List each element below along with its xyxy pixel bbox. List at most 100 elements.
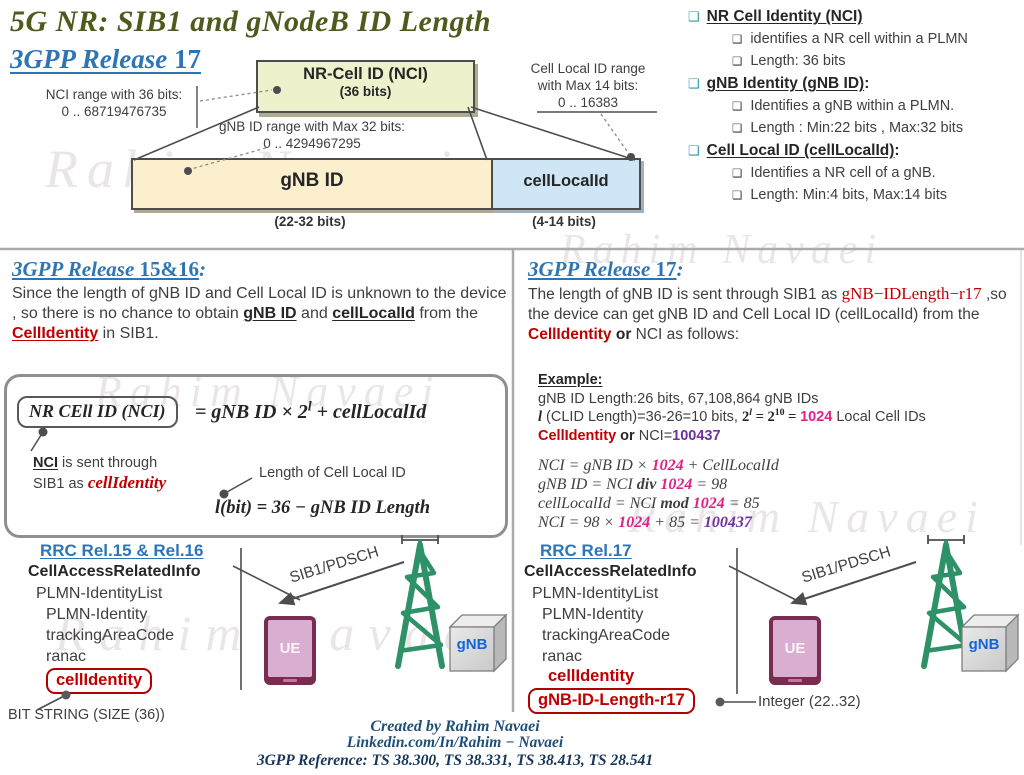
- math-term: 2: [741, 409, 750, 425]
- gnb-id-label: gNB ID: [280, 170, 344, 191]
- nci-equation: = gNB ID × 2l + cellLocalId: [195, 399, 427, 424]
- math-line: gNB ID = NCI div 1024 = 98: [538, 475, 1020, 494]
- equation-text: + cellLocalId: [311, 401, 427, 423]
- definition-sub-text: Length: 36 bits: [750, 53, 846, 69]
- math-operator: div: [636, 476, 657, 493]
- text: is sent through: [57, 455, 158, 471]
- nci-box: NR-Cell ID (NCI) (36 bits): [256, 60, 475, 113]
- heading-number: 15&16: [139, 257, 200, 281]
- release-17-section: 3GPP Release 17: The length of gNB ID is…: [528, 257, 1024, 345]
- example-line3: CellIdentity or NCI=100437: [538, 427, 1020, 446]
- definition-subitem: ❑ identifies a NR cell within a PLMN: [688, 31, 1022, 53]
- heading-text: 3GPP Release: [528, 257, 656, 281]
- tree-row: ranac: [46, 648, 87, 665]
- square-bullet-icon: ❑: [688, 143, 700, 158]
- length-equation: l(bit) = 36 − gNB ID Length: [215, 498, 430, 518]
- definition-subitem: ❑ Length : Min:22 bits , Max:32 bits: [688, 120, 1022, 142]
- text: or: [616, 427, 639, 444]
- gnb-range-callout: gNB ID range with Max 32 bits: 0 .. 4294…: [198, 118, 426, 152]
- definition-item: ❑ gNB Identity (gNB ID):: [688, 75, 1022, 98]
- nci-box-title: NR-Cell ID (NCI): [303, 65, 428, 83]
- text: Local Cell IDs: [832, 409, 926, 425]
- heading-text: 3GPP Release: [12, 257, 140, 281]
- bit-string-caption: BIT STRING (SIZE (36)): [8, 707, 165, 723]
- nci-range-callout: NCI range with 36 bits: 0 .. 68719476735: [34, 86, 194, 120]
- ue-label: UE: [279, 640, 301, 657]
- text: (CLID Length)=36-26=10 bits,: [542, 409, 742, 425]
- gnb-id-length-term: gNB−IDLength−r17: [841, 284, 982, 303]
- page-title: 5G NR: SIB1 and gNodeB ID Length: [10, 5, 492, 38]
- text: Since the length of gNB ID and Cell Loca…: [12, 285, 507, 322]
- release-1516-section: 3GPP Release 15&16: Since the length of …: [12, 257, 509, 344]
- heading-colon: :: [676, 257, 684, 281]
- release-1516-paragraph: Since the length of gNB ID and Cell Loca…: [12, 284, 509, 344]
- text: + 85 =: [650, 514, 704, 531]
- value-1024: 1024: [800, 409, 833, 425]
- nci-term: NCI: [33, 455, 58, 471]
- ue-device: UE: [264, 616, 316, 685]
- definition-item: ❑ Cell Local ID (cellLocalId):: [688, 142, 1022, 165]
- cell-identity-box: cellIdentity: [46, 668, 153, 694]
- text: cellLocalId = NCI: [538, 495, 661, 512]
- gnb-range-line2: 0 .. 4294967295: [263, 136, 361, 151]
- square-bullet-icon: ❑: [732, 168, 743, 180]
- square-bullet-icon: ❑: [732, 123, 743, 135]
- text: = 85: [724, 495, 760, 512]
- gnb-cube-label: gNB: [456, 636, 488, 653]
- value-1024: 1024: [660, 476, 693, 493]
- subtitle-text: 3GPP Release: [10, 44, 174, 74]
- cell-identity-term: CellIdentity: [528, 326, 612, 343]
- cell-tower-icon: [395, 535, 445, 669]
- example-heading: Example:: [538, 372, 603, 388]
- connector-dot: [715, 697, 725, 707]
- page-subtitle: 3GPP Release 17: [10, 44, 201, 75]
- math-operator: mod: [660, 495, 689, 512]
- cell-range-line3: 0 .. 16383: [557, 95, 619, 110]
- tree-row: CellAccessRelatedInfo: [524, 563, 697, 580]
- gnb-range-line1: gNB ID range with Max 32 bits:: [218, 119, 406, 134]
- value-100437: 100437: [703, 514, 752, 531]
- text: NCI as follows:: [635, 326, 740, 343]
- definition-suffix: :: [894, 142, 900, 159]
- cell-local-id-box: cellLocalId: [491, 158, 641, 210]
- square-bullet-icon: ❑: [688, 9, 700, 24]
- release-17-heading: 3GPP Release 17:: [528, 257, 1024, 282]
- cell-range-callout: Cell Local ID range with Max 14 bits: 0 …: [518, 60, 658, 111]
- cell-identity-row: cellIdentity: [548, 667, 635, 685]
- nci-note: NCI is sent through SIB1 as cellIdentity: [33, 453, 166, 494]
- definition-subitem: ❑ Length: 36 bits: [688, 53, 1022, 75]
- example-line2: l (CLID Length)=36-26=10 bits, 2l = 210 …: [538, 408, 1020, 427]
- text: in SIB1.: [98, 325, 159, 342]
- gnb-bits-caption: (22-32 bits): [274, 214, 346, 229]
- square-bullet-icon: ❑: [732, 34, 743, 46]
- example-block: Example: gNB ID Length:26 bits, 67,108,8…: [538, 371, 1020, 532]
- tree-row: CellAccessRelatedInfo: [28, 563, 201, 580]
- cell-local-id-label: cellLocalId: [523, 172, 609, 190]
- ue-home-bar: [788, 679, 802, 682]
- text: and: [296, 305, 333, 322]
- math-term: = 2: [751, 409, 775, 425]
- subtitle-number: 17: [173, 44, 201, 74]
- value-1024: 1024: [692, 495, 725, 512]
- text: ,so the device can get gNB ID and Cell L…: [528, 286, 1007, 323]
- integer-range-caption: Integer (22..32): [758, 693, 861, 710]
- text: SIB1 as: [33, 476, 88, 492]
- sib1-pdsch-label: SIB1/PDSCH: [799, 543, 893, 587]
- nci-range-line2: 0 .. 68719476735: [61, 104, 167, 119]
- square-bullet-icon: ❑: [688, 76, 700, 91]
- cell-range-line1: Cell Local ID range: [530, 61, 646, 76]
- cell-bits-caption: (4-14 bits): [532, 214, 596, 229]
- tree-row: trackingAreaCode: [46, 627, 175, 644]
- definition-sub-text: Identifies a NR cell of a gNB.: [750, 165, 936, 181]
- definition-sub-text: Length: Min:4 bits, Max:14 bits: [750, 187, 947, 203]
- equation-text: = gNB ID × 2: [195, 401, 308, 423]
- text: from the: [414, 305, 479, 322]
- release-17-paragraph: The length of gNB ID is sent through SIB…: [528, 284, 1008, 345]
- gnb-id-length-box: gNB-ID-Length-r17: [528, 688, 695, 714]
- tree-row: PLMN-IdentityList: [36, 585, 163, 602]
- definition-label: gNB Identity (gNB ID): [706, 75, 865, 92]
- text: gNB ID = NCI: [538, 476, 637, 493]
- ue-label: UE: [784, 640, 806, 657]
- footer-credit: Created by Rahim Navaei: [370, 718, 540, 735]
